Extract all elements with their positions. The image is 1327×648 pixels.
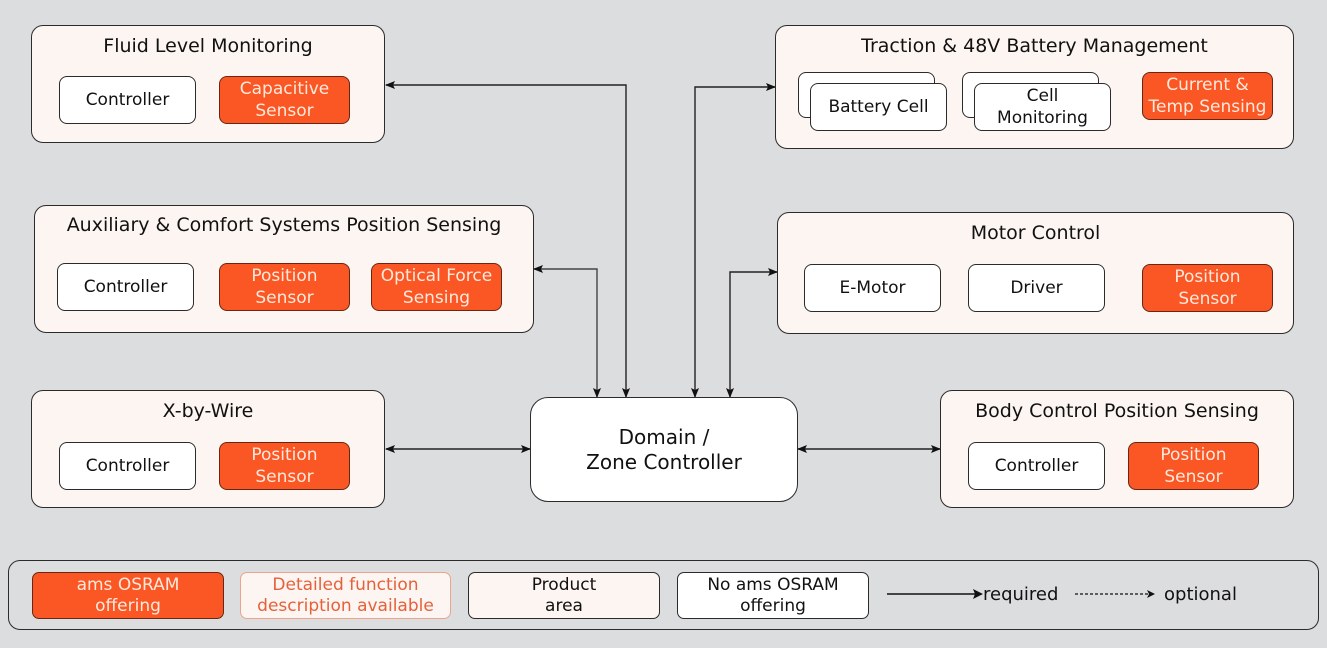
area-traction-battery[interactable]: Traction & 48V Battery Management Batter… — [775, 25, 1294, 149]
connector-traction — [691, 83, 776, 398]
area-auxiliary-comfort[interactable]: Auxiliary & Comfort Systems Position Sen… — [34, 205, 534, 333]
area-body-control[interactable]: Body Control Position Sensing Controller… — [940, 390, 1294, 508]
connector-aux — [533, 265, 601, 398]
box-optical-force-sensing[interactable]: Optical Force Sensing — [371, 263, 502, 311]
area-title: Fluid Level Monitoring — [103, 35, 313, 57]
connector-motor — [726, 268, 778, 398]
box-position-sensor[interactable]: Position Sensor — [219, 263, 350, 311]
box-position-sensor[interactable]: Position Sensor — [1142, 264, 1273, 312]
box-controller[interactable]: Controller — [968, 442, 1105, 490]
legend-detailed: Detailed function description available — [240, 572, 451, 619]
legend-optional-arrow — [1075, 590, 1155, 598]
box-driver[interactable]: Driver — [968, 264, 1105, 312]
legend: ams OSRAM offering Detailed function des… — [8, 560, 1319, 630]
box-controller[interactable]: Controller — [59, 442, 196, 490]
box-capacitive-sensor[interactable]: Capacitive Sensor — [219, 76, 350, 124]
box-controller[interactable]: Controller — [57, 263, 194, 311]
area-title: X-by-Wire — [162, 400, 254, 422]
box-battery-cell[interactable]: Battery Cell — [810, 83, 947, 131]
zone-label: Domain / Zone Controller — [586, 424, 742, 474]
legend-optional-label: optional — [1164, 584, 1237, 605]
area-title: Traction & 48V Battery Management — [861, 35, 1208, 57]
legend-required-arrow — [887, 589, 983, 599]
box-current-temp-sensing[interactable]: Current & Temp Sensing — [1142, 72, 1273, 120]
legend-product-area: Product area — [468, 572, 660, 619]
box-cell-monitoring[interactable]: Cell Monitoring — [974, 83, 1111, 131]
legend-offering: ams OSRAM offering — [32, 572, 224, 619]
box-e-motor[interactable]: E-Motor — [804, 264, 941, 312]
legend-required-label: required — [983, 584, 1059, 605]
box-position-sensor[interactable]: Position Sensor — [219, 442, 350, 490]
area-motor-control[interactable]: Motor Control E-Motor Driver Position Se… — [777, 212, 1294, 334]
domain-zone-controller[interactable]: Domain / Zone Controller — [530, 397, 798, 502]
area-fluid-level-monitoring[interactable]: Fluid Level Monitoring Controller Capaci… — [31, 25, 385, 143]
legend-no-offering: No ams OSRAM offering — [677, 572, 869, 619]
area-title: Motor Control — [970, 222, 1101, 244]
area-title: Body Control Position Sensing — [975, 400, 1259, 422]
area-x-by-wire[interactable]: X-by-Wire Controller Position Sensor — [31, 390, 385, 508]
box-controller[interactable]: Controller — [59, 76, 196, 124]
area-title: Auxiliary & Comfort Systems Position Sen… — [66, 214, 502, 236]
connector-fluid — [385, 81, 630, 398]
box-position-sensor[interactable]: Position Sensor — [1128, 442, 1259, 490]
